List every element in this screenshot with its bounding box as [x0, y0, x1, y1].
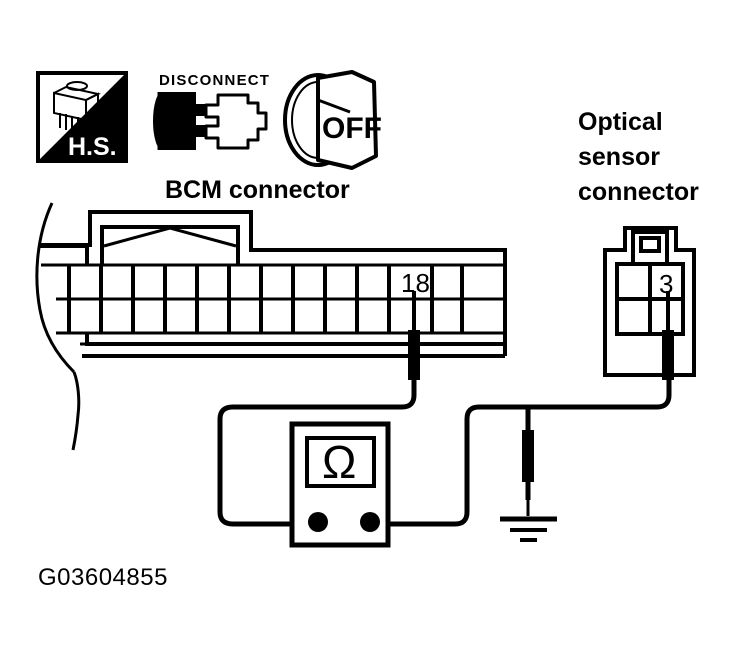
- ohmmeter-display: [305, 436, 376, 488]
- bcm-connector-title: BCM connector: [165, 176, 350, 204]
- ground-symbol: [500, 516, 557, 542]
- ohmmeter-terminal-right: [360, 512, 380, 532]
- ignition-off-label: OFF: [322, 112, 382, 145]
- optical-sensor-connector: 3: [603, 226, 696, 377]
- optical-sensor-title-line1: Optical: [578, 108, 663, 136]
- optical-sensor-title-line3: connector: [578, 178, 699, 206]
- optical-latch-window: [639, 236, 661, 253]
- wire-lead-right: [367, 377, 672, 527]
- probe-ground: [522, 430, 534, 516]
- ignition-off-icon: OFF: [283, 70, 382, 170]
- bcm-latch-chevron: [103, 226, 237, 248]
- probe-bcm-pin-18: [408, 291, 420, 380]
- hs-badge-label: H.S.: [68, 133, 117, 161]
- bcm-break-edge-lower: [71, 371, 81, 451]
- bcm-pin-dividers: [67, 265, 464, 333]
- hs-badge-icon: H.S.: [36, 71, 128, 163]
- bcm-connector: 18: [35, 202, 507, 451]
- figure-caption: G03604855: [38, 564, 168, 591]
- optical-sensor-title-line2: sensor: [578, 143, 660, 171]
- disconnect-icon: DISCONNECT: [153, 72, 270, 150]
- ohmmeter: Ω: [289, 421, 391, 548]
- bcm-break-edge-upper: [35, 202, 76, 374]
- probe-optical-pin-3: [662, 291, 674, 380]
- disconnect-label: DISCONNECT: [159, 72, 270, 89]
- ohmmeter-symbol: Ω: [322, 436, 356, 488]
- ohmmeter-terminal-left: [308, 512, 328, 532]
- wire-lead-left: [217, 377, 417, 527]
